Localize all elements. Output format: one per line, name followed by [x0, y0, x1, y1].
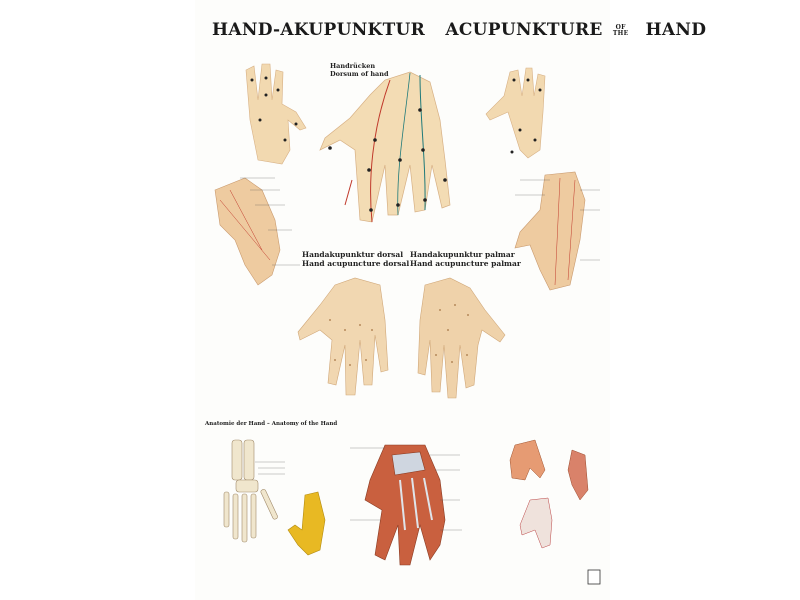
hand-illustration-top-left: [245, 63, 307, 165]
hand-illustration-muscles: [364, 444, 446, 566]
title-the: THE: [612, 29, 629, 37]
hand-illustration-dorsum: [319, 71, 451, 223]
hand-illustration-yellow: [287, 491, 326, 556]
section-label-dorsal: Handakupunktur dorsal Hand acupuncture d…: [302, 250, 409, 268]
hand-illustration-side-right: [514, 171, 586, 291]
label-dorsal-de: Handakupunktur dorsal: [302, 250, 404, 259]
hand-illustration-anatomy-right-1: [509, 439, 546, 481]
label-dorsum-de: Handrücken: [330, 62, 376, 70]
hand-illustration-side-left: [214, 177, 281, 286]
hand-illustration-top-right: [485, 67, 546, 159]
label-dorsal-en: Hand acupuncture dorsal: [302, 259, 410, 268]
hand-illustration-skeleton: [223, 439, 278, 543]
title-german: HAND-AKUPUNKTUR: [212, 20, 426, 40]
title-hand: HAND: [645, 20, 707, 40]
hand-illustration-dorsal: [297, 277, 389, 396]
section-label-dorsum: Handrücken Dorsum of hand: [330, 62, 389, 78]
title-english: ACUPUNKTURE: [445, 20, 603, 40]
label-dorsum-en: Dorsum of hand: [330, 70, 389, 78]
hand-illustration-palmar: [417, 277, 506, 399]
hand-illustration-anatomy-right-2: [567, 449, 589, 501]
publisher-logo: [587, 569, 601, 585]
section-label-anatomy: Anatomie der Hand – Anatomy of the Hand: [205, 421, 338, 427]
title-of: OF: [615, 23, 626, 31]
label-palmar-de: Handakupunktur palmar: [410, 250, 515, 259]
label-palmar-en: Hand acupuncture palmar: [410, 259, 521, 268]
hand-illustration-anatomy-right-3: [519, 497, 553, 549]
section-label-palmar: Handakupunktur palmar Hand acupuncture p…: [410, 250, 521, 268]
